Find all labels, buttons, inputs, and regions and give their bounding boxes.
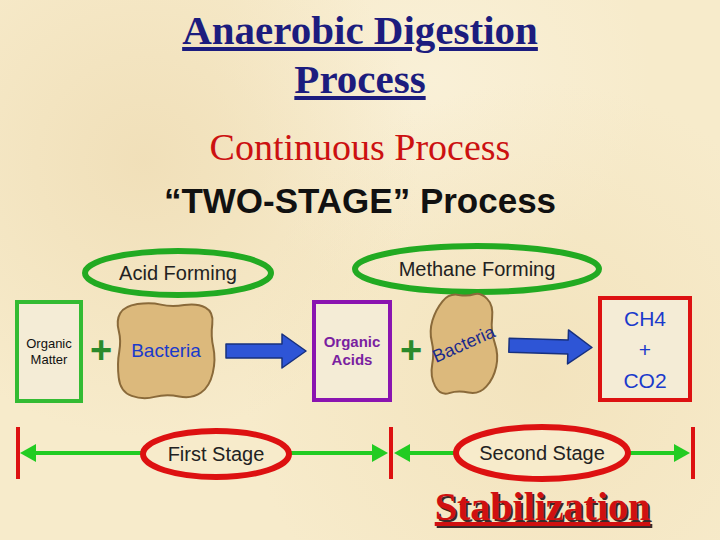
arrow-head [394,444,410,462]
node-text: CH4 + CO2 [619,303,671,396]
output-box: CH4 + CO2 [598,296,692,402]
ellipse-outline [85,251,271,295]
bacteria-blob: Bacteria [425,288,503,400]
stage-ellipse: Methane Forming [352,243,602,295]
bacteria-blob: Bacteria [112,298,220,404]
plus-sign: + [396,328,426,372]
arrow-head [372,444,388,462]
node-text: Bacteria [131,340,201,362]
diagram-title: Anaerobic Digestion Process [130,6,590,104]
arrow-head [674,444,690,462]
stage-bar [691,427,695,479]
subtitle: Continuous Process [0,124,720,170]
stage-ellipse: Second Stage [453,424,631,482]
ellipse-outline [456,427,628,479]
node-text: Organic Acids [317,333,387,369]
stage-bar [16,427,20,479]
stage-bar [389,427,393,479]
node-text: Acid Forming [119,262,237,285]
node-text: First Stage [168,443,265,466]
node-text: Methane Forming [399,258,556,281]
conclusion-label: Stabilization [410,483,675,531]
stage-ellipse: First Stage [140,428,292,480]
block-arrow [226,334,306,368]
ellipse-outline [355,246,599,292]
subtitle: “TWO-STAGE” Process [0,180,720,222]
blob-outline [118,303,215,398]
arrow-head [20,444,36,462]
input-box: Organic Matter [15,300,83,403]
ellipse-outline [143,431,289,477]
stage-ellipse: Acid Forming [82,248,274,298]
node-text: Second Stage [479,442,605,465]
product-box: Organic Acids [312,300,392,402]
plus-sign: + [86,328,116,372]
node-text: Organic Matter [21,336,77,368]
block-arrow [509,330,592,364]
